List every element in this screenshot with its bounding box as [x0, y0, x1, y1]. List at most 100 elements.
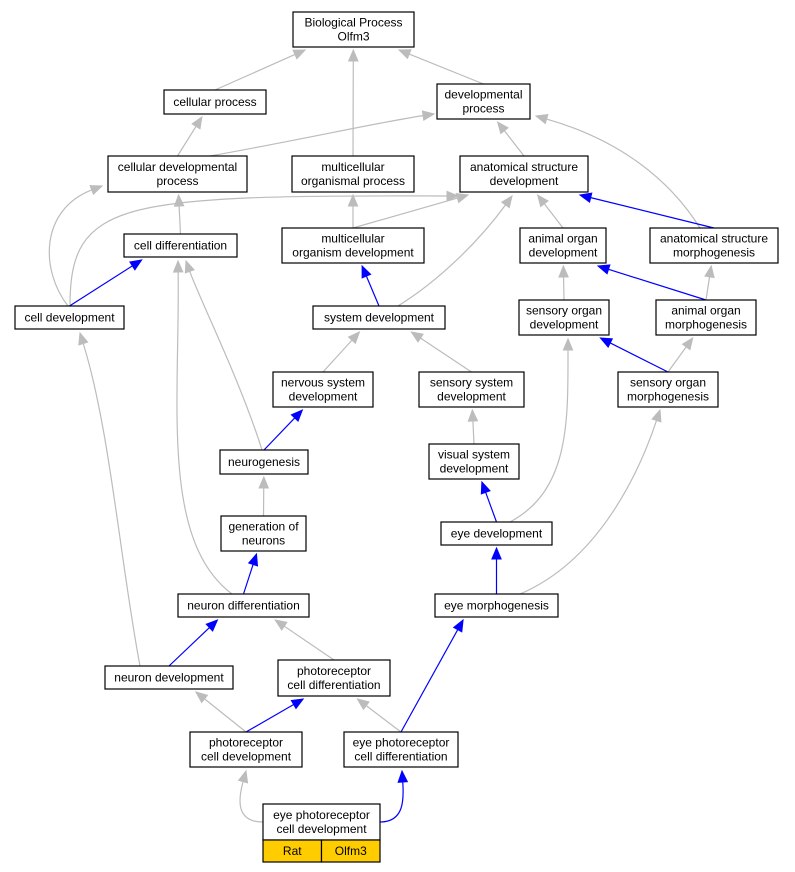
edge-arrowhead — [452, 618, 464, 633]
edge-arrowhead — [491, 546, 502, 560]
edge-nervous-system-development-to-system-development — [322, 331, 361, 373]
edge-eye-photoreceptor-cell-differentiation-to-photoreceptor-cell-differentiation — [356, 698, 402, 733]
go-term-neurogenesis[interactable]: neurogenesis — [219, 449, 309, 475]
svg-text:Olfm3: Olfm3 — [335, 844, 367, 858]
go-term-label: developmental — [444, 88, 522, 102]
edge-line — [214, 53, 296, 91]
edge-arrowhead — [651, 408, 662, 423]
edge-neuron-differentiation-to-cell-differentiation — [172, 259, 233, 595]
edge-line — [608, 268, 707, 301]
edge-arrowhead — [558, 264, 569, 278]
go-term-label: eye photoreceptor — [273, 808, 370, 822]
edge-line — [379, 781, 404, 823]
edge-arrowhead — [681, 336, 694, 351]
go-term-box — [440, 521, 553, 546]
go-term-system-development[interactable]: system development — [312, 305, 446, 330]
edge-arrowhead — [184, 259, 195, 274]
edge-line — [176, 126, 197, 157]
edge-arrowhead — [578, 192, 593, 203]
edge-eye-photoreceptor-cell-differentiation-to-eye-morphogenesis — [400, 618, 464, 733]
go-term-label: cell differentiation — [134, 239, 227, 253]
go-term-label: sensory organ — [526, 304, 602, 318]
go-term-label: animal organ — [671, 304, 740, 318]
edge-multicellular-organismal-process-to-bp — [347, 48, 359, 157]
edge-line — [400, 629, 459, 733]
edge-cellular-developmental-process-to-developmental-process — [209, 110, 436, 157]
go-term-label: cellular process — [173, 95, 256, 109]
go-term-cell-differentiation[interactable]: cell differentiation — [123, 233, 238, 258]
go-term-neuron-differentiation[interactable]: neuron differentiation — [177, 593, 310, 618]
edge-generation-of-neurons-to-neurogenesis — [258, 475, 270, 517]
go-term-eye-morphogenesis[interactable]: eye morphogenesis — [434, 593, 559, 618]
go-term-eye-development[interactable]: eye development — [440, 521, 553, 546]
go-term-label: development — [289, 390, 358, 404]
edge-arrowhead — [78, 331, 89, 346]
edge-arrowhead — [534, 113, 549, 125]
edge-arrowhead — [480, 480, 491, 495]
species-cell: Rat — [262, 839, 323, 863]
edge-line — [263, 417, 296, 451]
edge-multicellular-organism-development-to-multicellular-organismal-process — [347, 193, 359, 228]
go-term-box — [436, 83, 531, 120]
edge-neuron-development-to-neuron-differentiation — [168, 619, 219, 667]
go-term-box — [428, 443, 520, 480]
go-term-box — [189, 731, 303, 768]
edge-anatomical-structure-morphogenesis-to-developmental-process — [534, 113, 701, 229]
go-term-box — [14, 305, 125, 330]
edge-line — [408, 53, 484, 85]
edge-line — [546, 118, 701, 229]
go-term-label: morphogenesis — [665, 318, 747, 332]
edge-line — [189, 271, 263, 451]
go-term-cellular-process[interactable]: cellular process — [163, 89, 267, 115]
edge-arrowhead — [290, 698, 305, 710]
go-term-box — [518, 299, 610, 336]
edge-cellular-process-to-bp — [214, 49, 307, 91]
edge-animal-organ-morphogenesis-to-animal-organ-development — [596, 264, 707, 301]
edge-photoreceptor-cell-differentiation-to-neuron-differentiation — [274, 619, 335, 661]
edge-neurogenesis-to-nervous-system-development — [263, 409, 304, 451]
go-term-label: neurons — [242, 534, 285, 548]
edge-arrowhead — [258, 475, 270, 489]
go-term-neuron-development[interactable]: neuron development — [104, 665, 234, 690]
go-term-label: process — [156, 174, 198, 188]
edge-line — [543, 203, 564, 229]
edge-line — [168, 627, 210, 667]
go-term-label: visual system — [438, 448, 510, 462]
edge-line — [667, 346, 687, 373]
edge-line — [472, 420, 475, 445]
edge-anatomical-structure-development-to-developmental-process — [496, 120, 525, 157]
go-term-box — [177, 593, 310, 618]
go-term-label: Olfm3 — [337, 30, 369, 44]
go-term-label: neurogenesis — [228, 455, 300, 469]
edge-line — [519, 420, 658, 595]
go-term-label: anatomical structure — [660, 232, 768, 246]
go-term-cell-development[interactable]: cell development — [14, 305, 125, 330]
go-term-box — [272, 371, 374, 408]
go-term-label: eye morphogenesis — [444, 599, 549, 613]
go-term-box — [219, 449, 309, 475]
go-term-label: development — [529, 246, 598, 260]
go-term-box — [104, 665, 234, 690]
edge-line — [48, 189, 92, 307]
edge-sensory-organ-morphogenesis-to-sensory-organ-development — [599, 337, 669, 373]
